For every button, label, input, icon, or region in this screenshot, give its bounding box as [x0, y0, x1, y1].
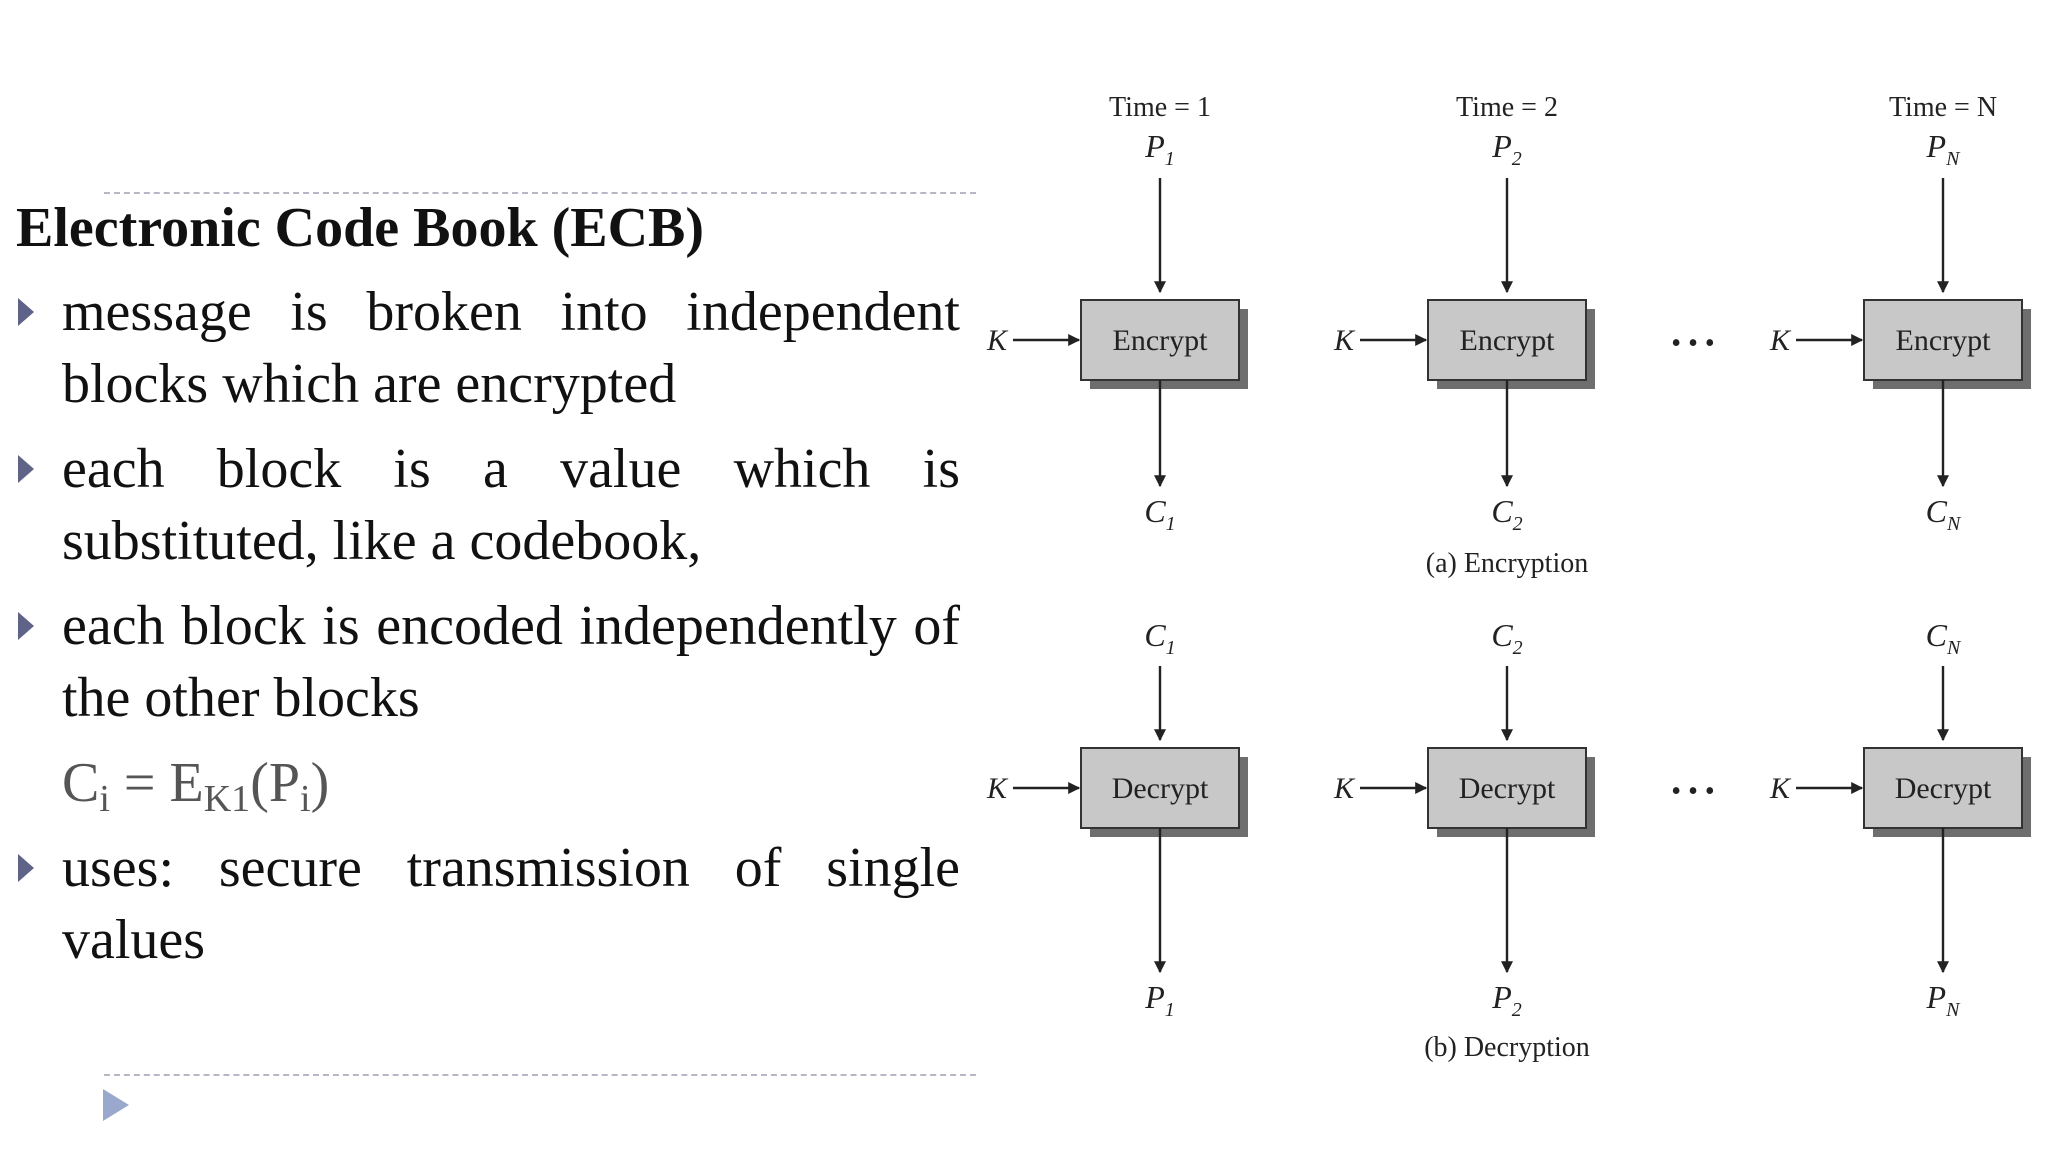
- decrypt-input-label: C1: [1144, 617, 1175, 659]
- encrypt-box-label: Encrypt: [1896, 324, 1992, 357]
- encryption-caption: (a) Encryption: [1426, 548, 1589, 579]
- encrypt-box-label: Encrypt: [1460, 324, 1556, 357]
- encrypt-ellipsis: • • •: [1671, 328, 1714, 359]
- time-label: Time = N: [1889, 92, 1997, 123]
- encrypt-output-label: C2: [1491, 493, 1522, 535]
- decrypt-input-label: CN: [1926, 617, 1962, 659]
- time-label: Time = 1: [1109, 92, 1211, 123]
- bullet-marker-icon: [18, 298, 34, 326]
- encrypt-key-label: K: [1769, 324, 1792, 357]
- encrypt-input-label: PN: [1926, 128, 1962, 170]
- time-label: Time = 2: [1456, 92, 1558, 123]
- bottom-divider: [104, 1074, 976, 1076]
- encrypt-key-label: K: [986, 324, 1009, 357]
- decryption-caption: (b) Decryption: [1424, 1032, 1590, 1063]
- decrypt-key-label: K: [1333, 772, 1356, 805]
- bullet-marker-icon: [18, 455, 34, 483]
- bullet-marker-icon: [18, 612, 34, 640]
- decrypt-box-label: Decrypt: [1112, 772, 1209, 805]
- decrypt-output-label: P2: [1491, 979, 1522, 1021]
- ecb-formula: Ci = EK1(Pi): [62, 752, 330, 820]
- encrypt-key-label: K: [1333, 324, 1356, 357]
- top-divider: [104, 192, 976, 194]
- decrypt-box-label: Decrypt: [1895, 772, 1992, 805]
- bullet-text-2: each block is a value which is substitut…: [62, 438, 960, 572]
- bullet-text-3: each block is encoded independently of t…: [62, 595, 960, 729]
- encrypt-box: [1863, 299, 2023, 381]
- slide-nav-arrow-icon[interactable]: [103, 1089, 129, 1121]
- bullet-text-1: message is broken into independent block…: [62, 281, 960, 415]
- encrypt-input-label: P2: [1491, 128, 1522, 170]
- decrypt-input-label: C2: [1491, 617, 1522, 659]
- decrypt-key-label: K: [1769, 772, 1792, 805]
- bullet-marker-icon: [18, 854, 34, 882]
- encrypt-input-label: P1: [1144, 128, 1175, 170]
- decrypt-box-label: Decrypt: [1459, 772, 1556, 805]
- decrypt-box: [1427, 747, 1587, 829]
- decrypt-output-label: PN: [1926, 979, 1962, 1021]
- slide-title: Electronic Code Book (ECB): [16, 197, 705, 259]
- bullet-text-4: uses: secure transmission of single valu…: [62, 837, 960, 971]
- decrypt-box: [1080, 747, 1240, 829]
- decrypt-key-label: K: [986, 772, 1009, 805]
- encrypt-box: [1080, 299, 1240, 381]
- encrypt-output-label: CN: [1926, 493, 1962, 535]
- decrypt-ellipsis: • • •: [1671, 776, 1714, 807]
- encrypt-output-label: C1: [1144, 493, 1175, 535]
- encrypt-box-label: Encrypt: [1113, 324, 1209, 357]
- decrypt-output-label: P1: [1144, 979, 1175, 1021]
- encrypt-box: [1427, 299, 1587, 381]
